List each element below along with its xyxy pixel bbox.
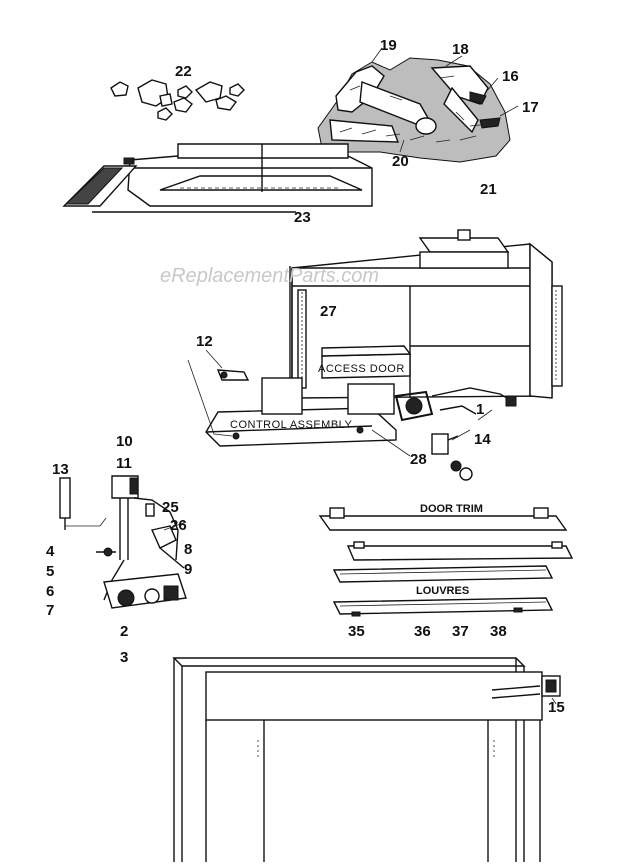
callout-4: 4 [46,543,55,560]
callout-8: 8 [184,541,192,558]
callout-27: 27 [320,303,337,320]
callout-26: 26 [170,517,187,534]
callout-11: 11 [116,455,132,472]
callout-18: 18 [452,41,469,58]
callout-28: 28 [410,451,427,468]
control-assembly [205,377,517,481]
callout-16: 16 [502,68,519,85]
callout-15: 15 [548,699,565,716]
callout-20: 20 [392,153,409,170]
burner-pan [62,143,373,213]
door-trim-label: DOOR TRIM [420,503,483,515]
callout-2: 2 [120,623,128,640]
callout-23: 23 [294,209,311,226]
log-set [317,47,519,163]
callout-25: 25 [162,499,179,516]
callout-1: 1 [476,401,484,418]
access-door [321,345,412,379]
callout-22: 22 [175,63,192,80]
watermark: eReplacementParts.com [160,265,379,287]
control-assembly-label: CONTROL ASSEMBLY [230,419,352,431]
callout-14: 14 [474,431,491,448]
callout-10: 10 [116,433,133,450]
callout-6: 6 [46,583,54,600]
callout-13: 13 [52,461,69,478]
ember-rocks [110,79,245,121]
callout-37: 37 [452,623,469,640]
callout-35: 35 [348,623,365,640]
mantel-surround [172,657,561,862]
igniter [187,349,250,437]
door-trim [318,507,574,561]
callout-21: 21 [480,181,497,198]
louvres [332,565,554,617]
callout-38: 38 [490,623,507,640]
callout-19: 19 [380,37,397,54]
callout-36: 36 [414,623,431,640]
callout-3: 3 [120,649,128,666]
gas-valve-group [59,475,187,609]
callout-7: 7 [46,602,54,619]
callout-12: 12 [196,333,213,350]
callout-9: 9 [184,561,192,578]
callout-5: 5 [46,563,54,580]
louvres-label: LOUVRES [416,585,469,597]
access-door-label: ACCESS DOOR [318,363,405,375]
callout-17: 17 [522,99,539,116]
